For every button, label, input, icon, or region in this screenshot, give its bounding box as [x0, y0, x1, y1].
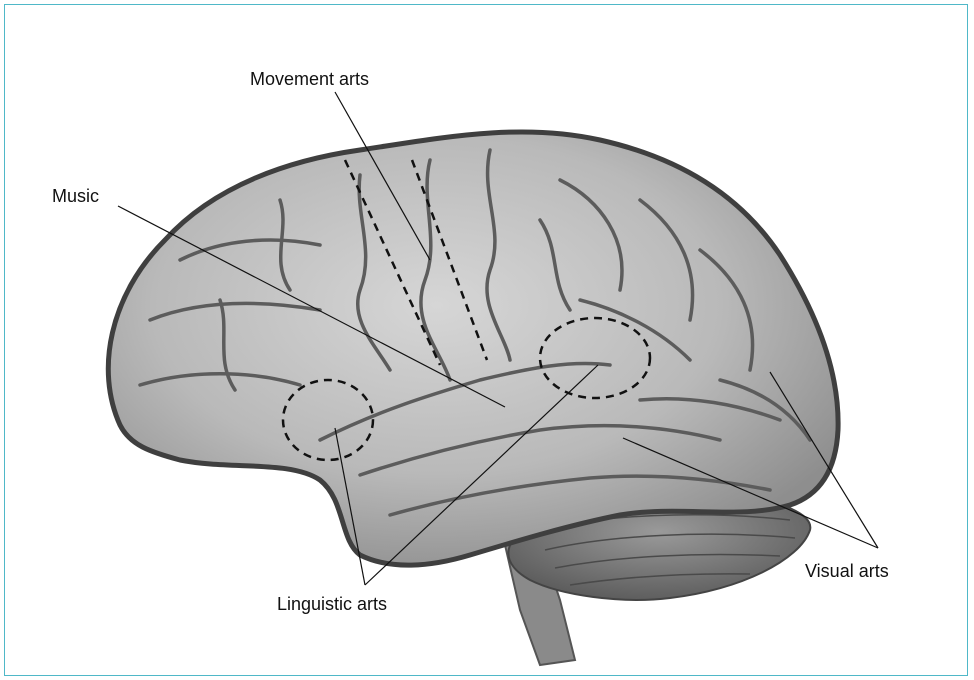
- label-linguistic-arts: Linguistic arts: [277, 594, 387, 614]
- label-visual-arts: Visual arts: [805, 561, 889, 581]
- label-music: Music: [52, 186, 99, 206]
- label-movement-arts: Movement arts: [250, 69, 369, 89]
- cerebrum: [108, 132, 838, 565]
